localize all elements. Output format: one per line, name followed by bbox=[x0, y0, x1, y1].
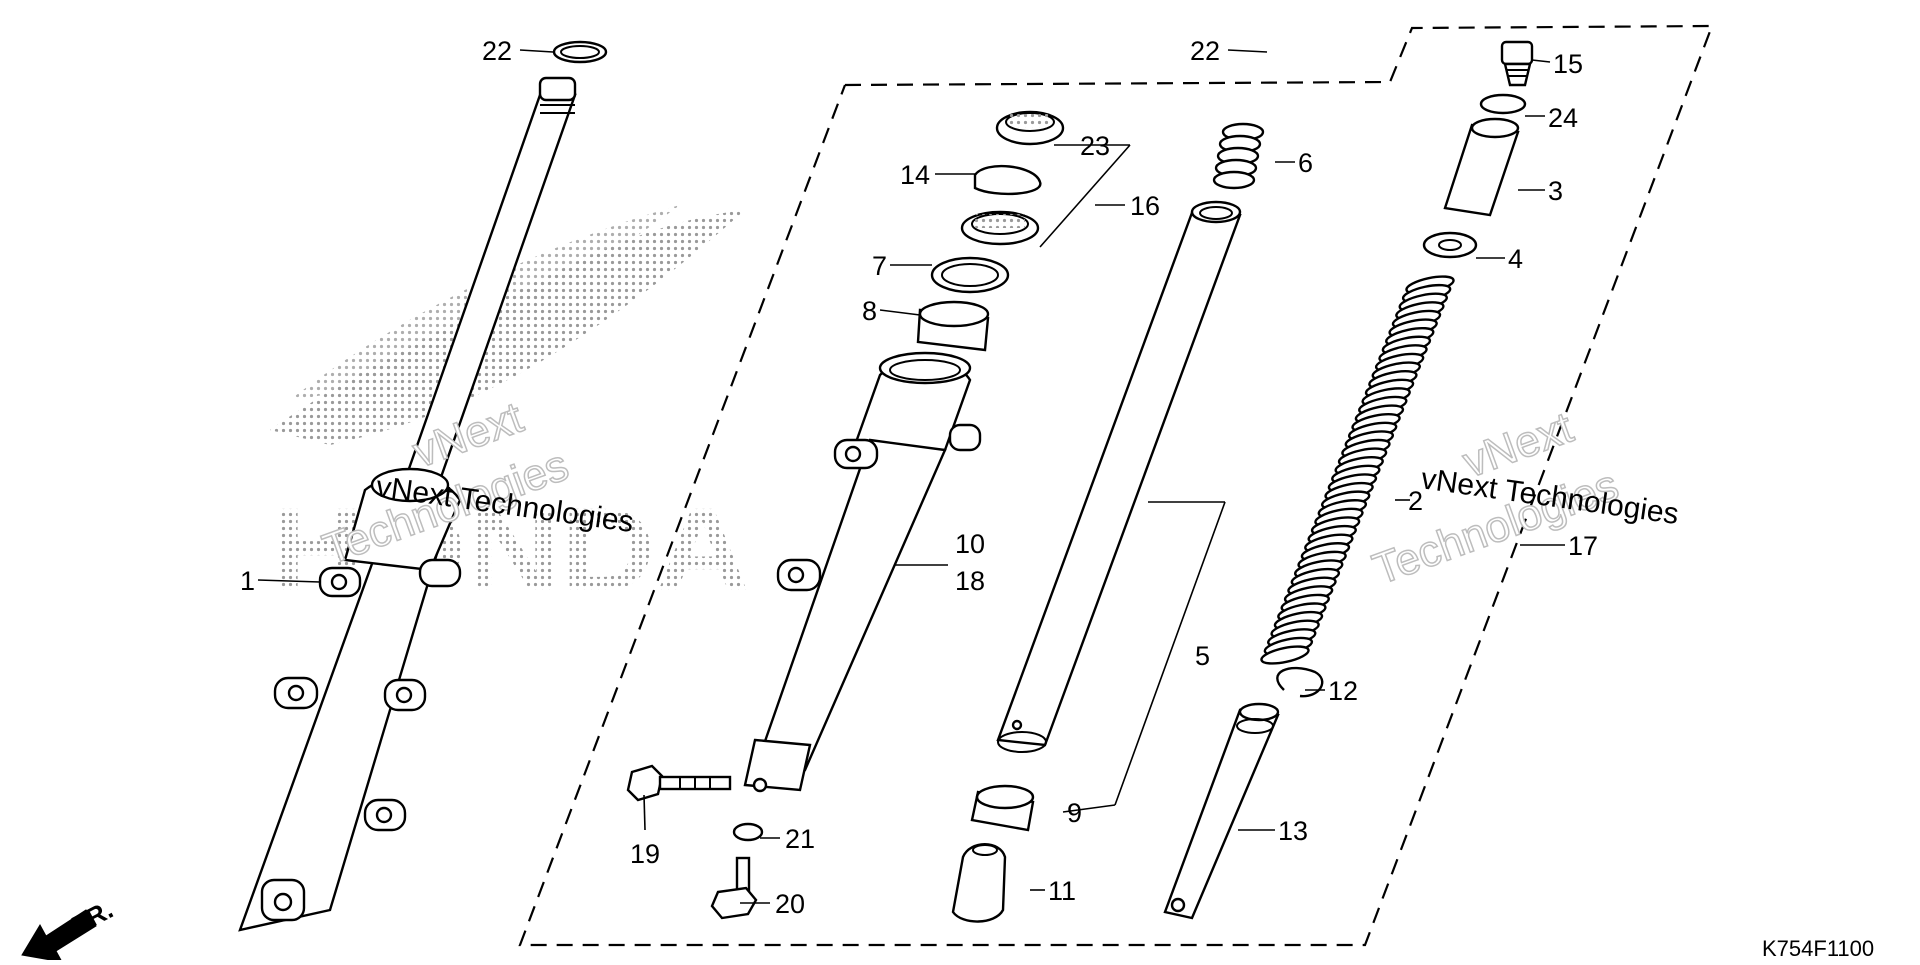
assembly-boundary-left bbox=[518, 24, 1714, 947]
fork-spring bbox=[1260, 275, 1455, 665]
fork-bolt bbox=[1500, 40, 1534, 87]
fork-piston bbox=[1163, 702, 1280, 920]
drain-bolt bbox=[710, 856, 758, 920]
circlip bbox=[1276, 666, 1324, 698]
callout-12: 12 bbox=[1328, 676, 1358, 706]
callout-13: 13 bbox=[1278, 816, 1308, 846]
callout-2: 2 bbox=[1408, 486, 1423, 516]
callout-14: 14 bbox=[900, 160, 930, 190]
spring-collar bbox=[1443, 117, 1520, 217]
callout-17: 17 bbox=[1568, 531, 1598, 561]
callout-15: 15 bbox=[1553, 49, 1583, 79]
callout-7: 7 bbox=[872, 251, 887, 281]
callout-3: 3 bbox=[1548, 176, 1563, 206]
fork-slider bbox=[743, 351, 982, 793]
oil-lock-piece bbox=[951, 843, 1007, 923]
callout-11: 11 bbox=[1048, 876, 1076, 906]
fork-pipe bbox=[996, 200, 1242, 753]
callout-8: 8 bbox=[862, 296, 877, 326]
sealing-washer bbox=[732, 822, 764, 842]
callout-19: 19 bbox=[630, 839, 660, 869]
front-direction-arrow: FR. bbox=[21, 894, 118, 963]
callout-22-right: 22 bbox=[1190, 36, 1220, 66]
callout-labels: 22 22 1 2 3 4 5 6 7 8 9 10 11 12 13 14 1… bbox=[240, 36, 1598, 919]
spring-coil bbox=[1260, 645, 1310, 665]
slider-bushing bbox=[916, 300, 990, 352]
callout-24: 24 bbox=[1548, 103, 1578, 133]
socket-bolt bbox=[626, 764, 732, 802]
leader-lines bbox=[257, 49, 1565, 904]
rebound-spring bbox=[1212, 122, 1265, 190]
callout-21: 21 bbox=[785, 824, 815, 854]
callout-4: 4 bbox=[1508, 244, 1523, 274]
callout-5: 5 bbox=[1195, 641, 1210, 671]
o-ring bbox=[1479, 93, 1527, 115]
callout-23: 23 bbox=[1080, 131, 1110, 161]
callout-16: 16 bbox=[1130, 191, 1160, 221]
callout-20: 20 bbox=[775, 889, 805, 919]
dust-seal bbox=[995, 110, 1065, 146]
fork-assembly-complete bbox=[238, 76, 577, 932]
callout-9: 9 bbox=[1067, 798, 1082, 828]
callout-10: 10 bbox=[955, 529, 985, 559]
callout-22-left: 22 bbox=[482, 36, 512, 66]
spring-seat bbox=[1422, 231, 1478, 259]
callout-18: 18 bbox=[955, 566, 985, 596]
stopper-ring bbox=[973, 164, 1042, 196]
pipe-bushing bbox=[970, 784, 1035, 832]
oil-seal bbox=[960, 210, 1040, 246]
diagram-code: K754F1100 bbox=[1762, 936, 1874, 960]
callout-1: 1 bbox=[240, 566, 255, 596]
callout-6: 6 bbox=[1298, 148, 1313, 178]
